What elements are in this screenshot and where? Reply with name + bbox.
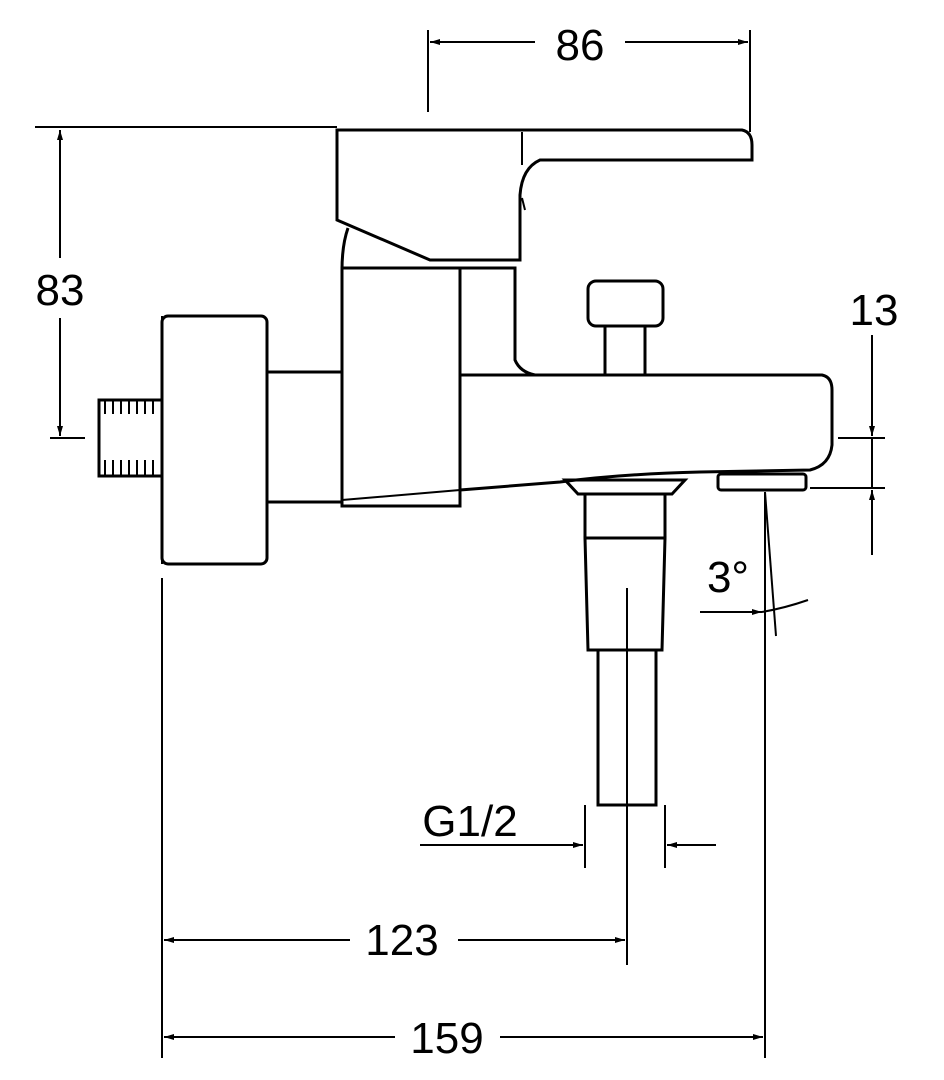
lever-detail-2 xyxy=(521,197,526,211)
dim-total-length-label: 159 xyxy=(410,1014,483,1063)
thread-lines xyxy=(104,400,154,476)
dim-angle-label: 3° xyxy=(707,553,749,602)
diverter-knob xyxy=(586,279,665,328)
aerator xyxy=(716,472,808,492)
dimension-3deg: 3° xyxy=(700,491,809,637)
lever-handle xyxy=(335,128,754,262)
dim-right-offset-label: 13 xyxy=(850,286,899,335)
dim-thread-label: G1/2 xyxy=(422,797,517,846)
dim-height-label: 83 xyxy=(36,266,85,315)
dimension-86: 86 xyxy=(427,21,751,132)
cartridge-housing xyxy=(342,266,536,377)
hose-cone xyxy=(583,536,667,652)
dimension-13: 13 xyxy=(810,286,898,555)
connection-arm xyxy=(265,370,344,504)
dimension-g12: G1/2 xyxy=(420,797,716,868)
outlet-nut xyxy=(561,478,689,496)
dimension-159: 159 xyxy=(164,1014,763,1063)
hose-connector xyxy=(583,492,667,540)
dimension-83: 83 xyxy=(35,126,337,439)
spout xyxy=(459,373,834,492)
dimension-123: 123 xyxy=(164,916,625,965)
threaded-inlet xyxy=(97,398,164,478)
dim-top-width-label: 86 xyxy=(556,21,605,70)
diverter-stem xyxy=(603,324,647,377)
wall-flange xyxy=(160,314,269,566)
valve-body xyxy=(340,266,462,508)
dim-outlet-distance-label: 123 xyxy=(365,916,438,965)
faucet-outline xyxy=(97,128,834,807)
